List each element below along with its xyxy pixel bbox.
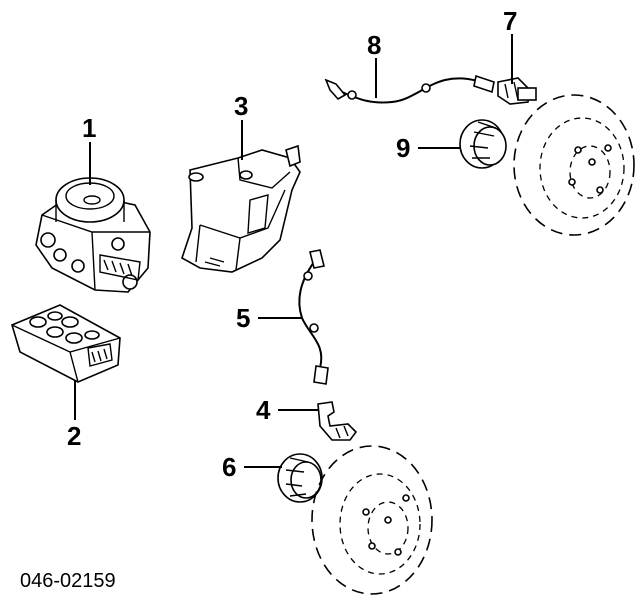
- callout-4: 4: [256, 395, 271, 425]
- rear-sensor-cable: [324, 74, 495, 104]
- callout-5: 5: [236, 303, 250, 333]
- front-tone-ring: [277, 453, 323, 503]
- front-wheel-speed-sensor: [317, 401, 358, 441]
- rear-wheel-speed-sensor: [497, 77, 537, 105]
- callout-7: 7: [503, 6, 517, 36]
- callout-leaders: [74, 34, 513, 468]
- callout-6: 6: [222, 452, 236, 482]
- abs-control-module: [11, 304, 121, 383]
- callout-labels: 1 2 3 4 5 6 7 8 9: [67, 6, 517, 482]
- callout-8: 8: [367, 30, 381, 60]
- rear-tone-ring: [459, 119, 507, 169]
- diagram-reference-code: 046-02159: [20, 570, 116, 592]
- abs-hydraulic-unit: [35, 177, 151, 293]
- front-sensor-cable: [298, 249, 329, 385]
- callout-1: 1: [82, 113, 96, 143]
- mounting-bracket: [181, 144, 301, 273]
- callout-2: 2: [67, 421, 81, 451]
- callout-9: 9: [396, 133, 410, 163]
- rear-brake-disc: [513, 94, 635, 236]
- callout-3: 3: [234, 91, 248, 121]
- front-brake-disc: [311, 445, 433, 595]
